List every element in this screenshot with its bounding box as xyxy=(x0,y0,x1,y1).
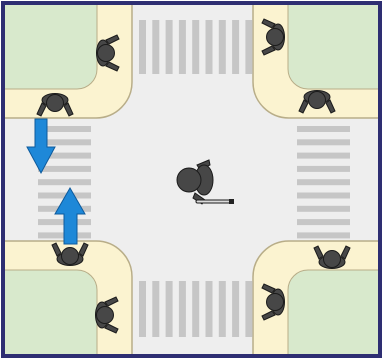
crosswalk-stripe xyxy=(165,281,173,337)
crosswalk-stripe xyxy=(245,20,253,74)
crosswalk-stripe xyxy=(205,20,213,74)
crosswalk-stripe xyxy=(297,232,350,239)
pedestrian-icon xyxy=(36,93,74,117)
crosswalk-stripe xyxy=(297,219,350,226)
block-north-west xyxy=(2,2,98,90)
crosswalk-stripe xyxy=(232,20,240,74)
pedestrian-icon xyxy=(96,34,120,72)
corner-north-east xyxy=(252,2,381,119)
crosswalk-stripe xyxy=(178,20,186,74)
block-north-east xyxy=(287,2,381,90)
pedestrian-icon xyxy=(298,90,336,114)
crosswalk-stripe xyxy=(218,20,226,74)
crosswalk-stripe xyxy=(38,165,91,172)
crosswalk-stripe xyxy=(38,192,91,199)
crosswalk-stripe xyxy=(152,281,160,337)
direction-arrows xyxy=(26,118,86,245)
crosswalk-stripe xyxy=(192,281,200,337)
crosswalk-north xyxy=(139,20,253,74)
corner-south-east xyxy=(252,240,381,357)
arrow-down-icon xyxy=(26,118,56,175)
crosswalk-stripe xyxy=(139,20,146,74)
crosswalk-stripe xyxy=(192,20,200,74)
crosswalk-stripe xyxy=(38,179,91,186)
pedestrian-icon xyxy=(261,18,285,56)
crosswalk-stripe xyxy=(205,281,213,337)
crosswalk-stripe xyxy=(232,281,240,337)
pedestrian-icon xyxy=(51,242,89,266)
crosswalks xyxy=(38,20,350,337)
block-south-east xyxy=(287,269,381,357)
cane-tip xyxy=(229,199,234,204)
crosswalk-stripe xyxy=(297,152,350,159)
arrow-up-icon xyxy=(54,186,86,245)
person-with-cane-icon xyxy=(176,159,234,205)
crosswalk-stripe xyxy=(38,152,91,159)
crosswalk-stripe xyxy=(297,192,350,199)
crosswalk-east xyxy=(297,126,350,239)
crosswalk-stripe xyxy=(297,165,350,172)
crosswalk-stripe xyxy=(178,281,186,337)
crosswalk-stripe xyxy=(152,20,160,74)
pedestrian-icon xyxy=(95,296,119,334)
crosswalk-stripe xyxy=(245,281,253,337)
crosswalk-stripe xyxy=(38,126,91,132)
crosswalk-stripe xyxy=(297,126,350,132)
center-figure xyxy=(176,159,234,205)
pedestrian-icon xyxy=(313,245,351,269)
block-south-west xyxy=(2,269,98,357)
pedestrians xyxy=(36,18,351,334)
crosswalk-stripe xyxy=(297,139,350,146)
crosswalk-stripe xyxy=(165,20,173,74)
crosswalk-stripe xyxy=(218,281,226,337)
white-cane xyxy=(195,199,233,204)
crosswalk-stripe xyxy=(139,281,146,337)
crosswalk-stripe xyxy=(297,205,350,212)
corner-north-west xyxy=(2,2,133,119)
crosswalk-stripe xyxy=(297,179,350,186)
crosswalk-south xyxy=(139,281,253,337)
pedestrian-icon xyxy=(261,283,285,321)
corner-blocks xyxy=(2,2,381,357)
crosswalk-stripe xyxy=(38,139,91,146)
